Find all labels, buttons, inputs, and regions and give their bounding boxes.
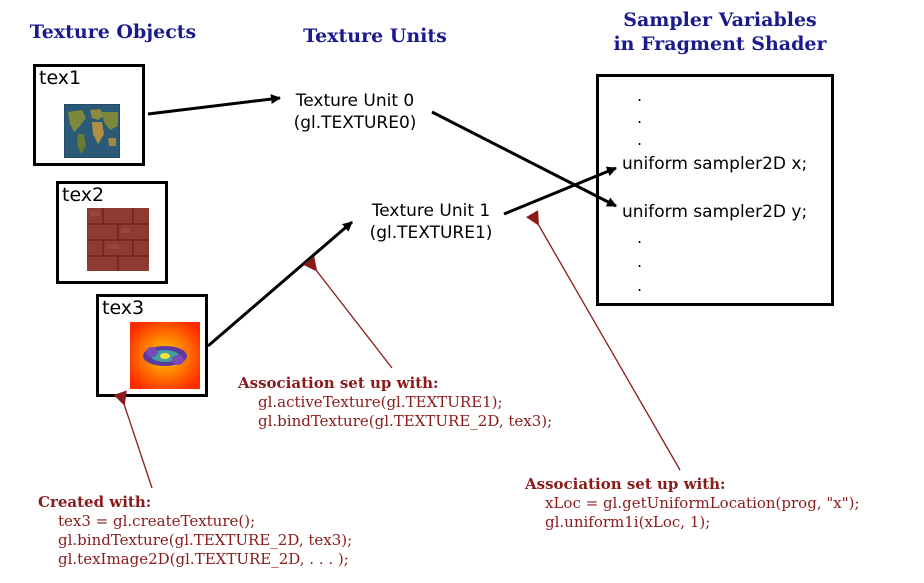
pointer-created-to-tex3 [113,390,153,489]
texture-object-tex2: tex2 [56,181,168,284]
uniform-sampler-y: uniform sampler2D y; [622,202,808,222]
note-title: Created with: [38,493,152,511]
ellipsis-dot: . [637,276,643,295]
uniform-sampler-x: uniform sampler2D x; [622,154,808,174]
brick-wall-image [87,208,149,271]
texture-objects-header: Texture Objects [29,21,197,43]
note-title: Association set up with: [525,475,726,493]
sampler-variables-header: Sampler Variables in Fragment Shader [590,8,850,56]
texture-label: tex1 [39,67,82,89]
fractal-image [130,322,200,389]
pointer-assoc-to-unit1 [525,210,681,471]
texture-unit-1-constant: (gl.TEXTURE1) [369,223,493,243]
texture-object-tex1: tex1 [33,64,145,166]
code-line: gl.texImage2D(gl.TEXTURE_2D, . . . ); [58,550,349,568]
ellipsis-dot: . [637,130,643,149]
texture-unit-1-name: Texture Unit 1 [371,201,491,221]
note-title: Association set up with: [238,374,439,392]
pointer-assoc-to-arrow [303,256,393,369]
code-line: gl.bindTexture(gl.TEXTURE_2D, tex3); [58,531,353,549]
code-line: gl.activeTexture(gl.TEXTURE1); [258,393,503,411]
texture-units-header: Texture Units [303,25,447,47]
ellipsis-dot: . [637,252,643,271]
code-line: gl.bindTexture(gl.TEXTURE_2D, tex3); [258,412,553,430]
texture-object-tex3: tex3 [96,294,208,397]
texture-label: tex3 [102,297,145,319]
texture-unit-1: Texture Unit 1 (gl.TEXTURE1) [358,200,504,244]
texture-unit-0-name: Texture Unit 0 [295,91,415,111]
texture-label: tex2 [62,184,105,206]
sampler-header-line2: in Fragment Shader [613,33,827,55]
association-sampler-note: Association set up with: xLoc = gl.getUn… [525,475,860,532]
code-line: tex3 = gl.createTexture(); [58,512,256,530]
world-map-image [64,104,120,158]
texture-unit-0: Texture Unit 0 (gl.TEXTURE0) [282,90,428,134]
association-unit-note: Association set up with: gl.activeTextur… [238,374,552,431]
ellipsis-dot: . [637,228,643,247]
arrow-unit1-to-sampler-x [503,166,617,216]
code-line: gl.uniform1i(xLoc, 1); [545,513,711,531]
arrow-unit0-to-sampler-y [431,110,617,208]
ellipsis-dot: . [637,108,643,127]
ellipsis-dot: . [637,86,643,105]
code-line: xLoc = gl.getUniformLocation(prog, "x"); [545,494,860,512]
sampler-header-line1: Sampler Variables [623,9,817,31]
arrow-tex3-to-unit1 [207,220,353,348]
arrow-tex1-to-unit0 [147,94,281,116]
texture-unit-0-constant: (gl.TEXTURE0) [293,113,417,133]
created-with-note: Created with: tex3 = gl.createTexture();… [38,493,352,569]
fragment-shader-box [596,74,834,306]
